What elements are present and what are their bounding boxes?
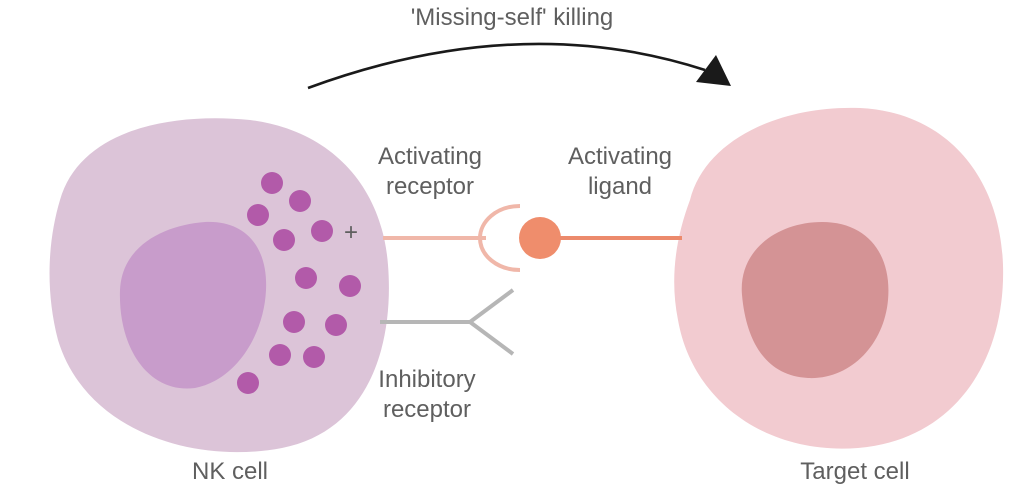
inhibitory-receptor-arm-down xyxy=(468,320,515,356)
granule xyxy=(269,344,291,366)
activating-receptor-cup xyxy=(477,204,521,272)
activation-plus-sign: + xyxy=(344,219,359,246)
granule xyxy=(247,204,269,226)
granule xyxy=(339,275,361,297)
granule xyxy=(325,314,347,336)
granule xyxy=(295,267,317,289)
activating-ligand-label-line1: Activating xyxy=(567,143,673,170)
granule xyxy=(273,229,295,251)
activating-ligand-label-line2: ligand xyxy=(587,173,653,200)
activating-receptor-label-line2: receptor xyxy=(385,173,475,200)
granules xyxy=(237,172,361,394)
arrow-head xyxy=(696,55,731,86)
inhibitory-receptor-label-line1: Inhibitory xyxy=(378,366,476,393)
diagram-title: 'Missing-self' killing xyxy=(410,4,614,31)
granule xyxy=(289,190,311,212)
granule xyxy=(261,172,283,194)
granule xyxy=(237,372,259,394)
activating-receptor-label-line1: Activating xyxy=(377,143,483,170)
target-cell-label: Target cell xyxy=(800,458,910,485)
target-nucleus xyxy=(741,222,889,379)
curved-arrow xyxy=(307,42,706,90)
granule xyxy=(283,311,305,333)
inhibitory-receptor-arm-up xyxy=(468,288,515,324)
granule xyxy=(303,346,325,368)
activating-ligand-ball xyxy=(519,217,561,259)
granule xyxy=(311,220,333,242)
nk-cell-label: NK cell xyxy=(191,458,269,485)
nk-nucleus xyxy=(119,221,267,389)
inhibitory-receptor-label-line2: receptor xyxy=(382,396,472,423)
